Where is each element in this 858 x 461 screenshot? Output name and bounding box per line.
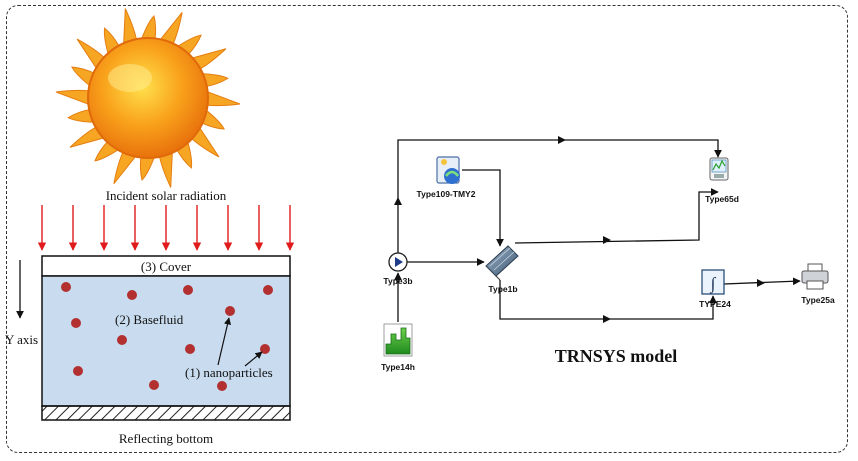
link-type1b-type65d xyxy=(514,188,719,244)
type25a-label: Type25a xyxy=(801,295,835,305)
type65d-label: Type65d xyxy=(705,194,739,204)
nanoparticles-label: (1) nanoparticles xyxy=(185,365,273,380)
nanoparticle-dot xyxy=(73,366,83,376)
dashed-frame xyxy=(6,5,848,453)
collector-box: (3) Cover (2) Basefluid (1) nanoparticle… xyxy=(41,255,291,421)
type25a-printer-icon[interactable] xyxy=(801,263,829,290)
nanoparticle-dot xyxy=(117,335,127,345)
type3b-label: Type3b xyxy=(383,276,412,286)
basefluid-layer xyxy=(41,275,291,407)
nanoparticle-dot xyxy=(263,285,273,295)
type14h-label: Type14h xyxy=(381,362,415,372)
type24-label: TYPE24 xyxy=(699,299,731,309)
type1b-label: Type1b xyxy=(488,284,517,294)
y-axis-label: Y axis xyxy=(5,332,38,347)
incident-radiation-label: Incident solar radiation xyxy=(106,188,227,203)
reflecting-bottom-label: Reflecting bottom xyxy=(119,431,213,446)
type14h-forcing-function-icon[interactable] xyxy=(383,323,413,357)
svg-text:∫: ∫ xyxy=(710,274,717,294)
nanoparticle-dot xyxy=(127,290,137,300)
nanoparticle-pointer-1 xyxy=(217,317,232,366)
link-type109-type1b xyxy=(462,169,504,247)
nanoparticle-dot xyxy=(260,344,270,354)
sun-icon xyxy=(55,8,241,188)
type109-label: Type109-TMY2 xyxy=(417,189,476,199)
nanoparticle-dot xyxy=(61,282,71,292)
nanoparticle-dot xyxy=(149,380,159,390)
flow-arrowheads xyxy=(394,136,765,323)
cover-label: (3) Cover xyxy=(141,259,192,274)
nanoparticle-dots xyxy=(61,282,273,391)
radiation-arrows xyxy=(37,205,295,251)
nanoparticle-dot xyxy=(71,318,81,328)
type1b-collector-icon[interactable] xyxy=(485,245,519,281)
nanoparticle-dot xyxy=(217,381,227,391)
basefluid-label: (2) Basefluid xyxy=(115,312,184,327)
reflecting-bottom-layer xyxy=(41,405,291,421)
nanoparticle-dot xyxy=(185,344,195,354)
type65d-plotter-icon[interactable] xyxy=(709,157,729,181)
nanoparticle-dot xyxy=(183,285,193,295)
type24-integrator-icon[interactable]: ∫ xyxy=(701,269,725,295)
type3b-pump-icon[interactable] xyxy=(388,252,408,272)
trnsys-model-title: TRNSYS model xyxy=(555,346,678,366)
nanoparticle-pointer-2 xyxy=(244,351,263,367)
link-type1b-type24 xyxy=(499,280,717,320)
nanoparticle-dot xyxy=(225,306,235,316)
type109-weather-icon[interactable] xyxy=(436,156,460,184)
